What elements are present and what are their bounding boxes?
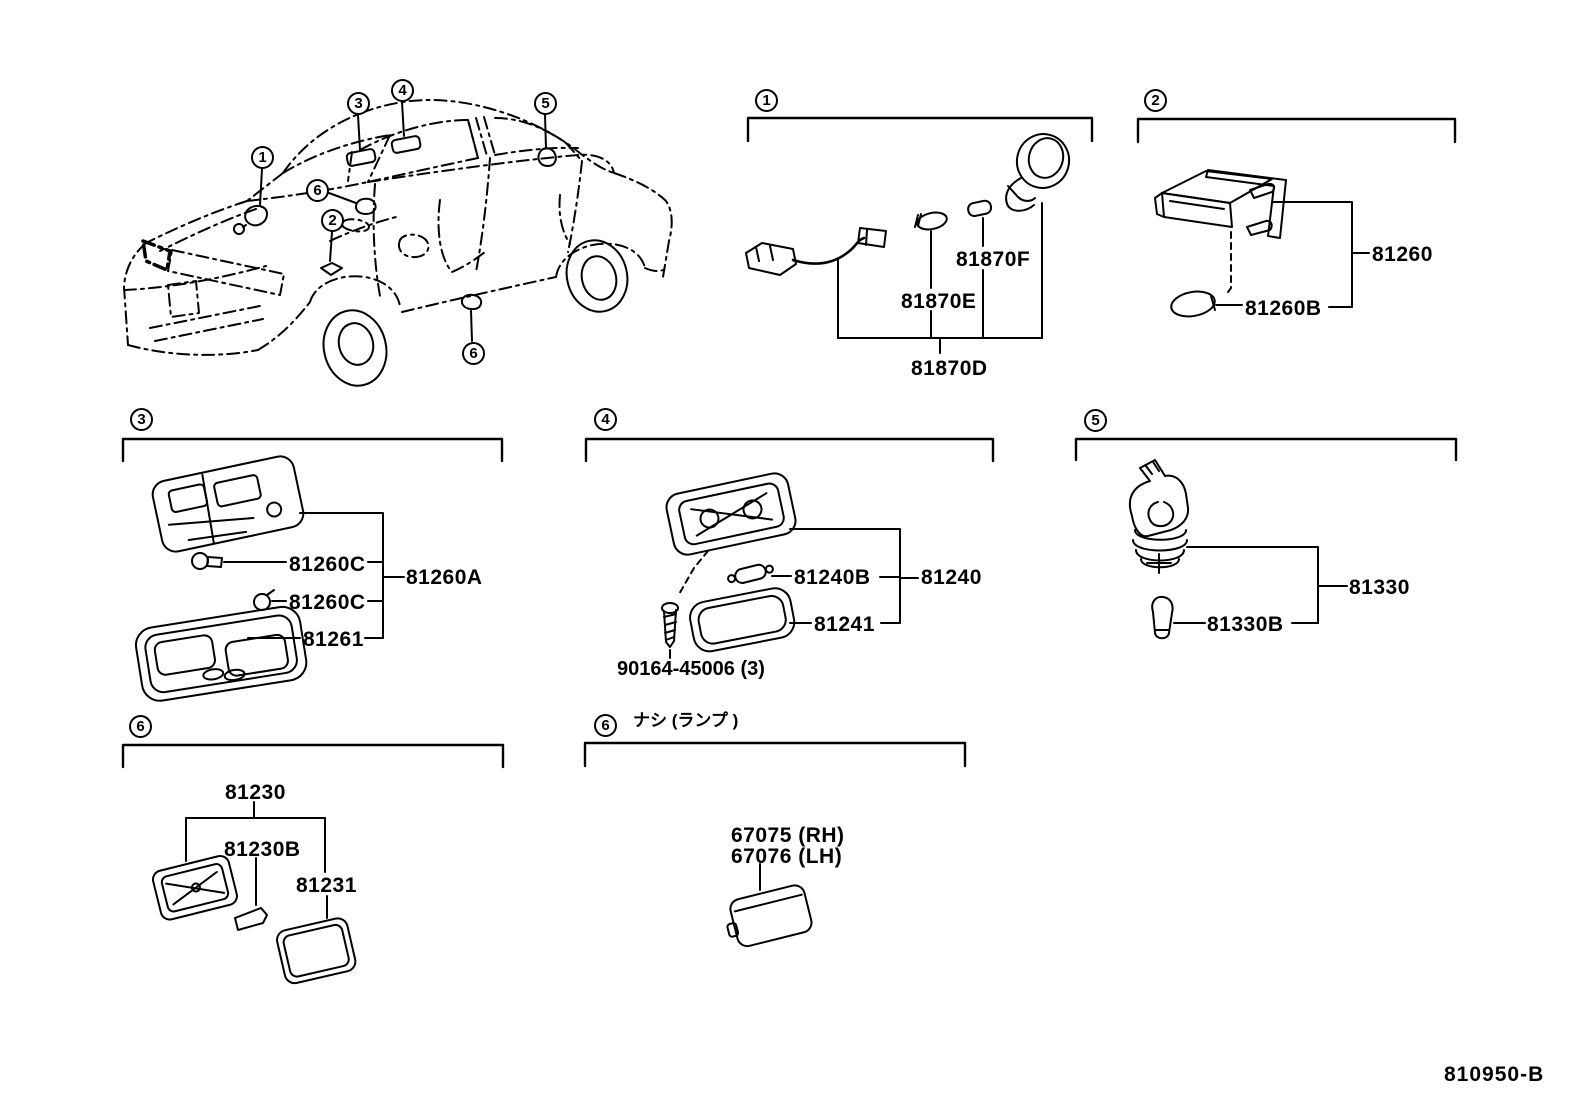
part-81231-lens — [276, 917, 357, 985]
part-label-81330B: 81330B — [1207, 613, 1284, 636]
part-label-81240: 81240 — [921, 566, 982, 589]
part-label-67076-lh: 67076 (LH) — [731, 845, 843, 868]
part-81330B-bulb — [1151, 595, 1174, 640]
part-label-81870D: 81870D — [911, 357, 988, 380]
part-label-67075-rh: 67075 (RH) — [731, 824, 845, 847]
section-4-callout-number: 4 — [601, 411, 610, 428]
section-3-drawing — [134, 455, 405, 702]
section-2-leaders — [1215, 201, 1370, 308]
section-2-callout-number: 2 — [1151, 92, 1160, 109]
car-wheels — [322, 239, 629, 387]
car-callout-2: 2 — [321, 209, 344, 232]
car-callout-4-number: 4 — [398, 82, 407, 99]
assembly-dashed-line — [1224, 231, 1232, 297]
part-screw-90164 — [661, 602, 679, 648]
part-label-81260: 81260 — [1372, 243, 1433, 266]
drawing-number: 810950-B — [1444, 1063, 1545, 1086]
section-6-left-callout-number: 6 — [136, 718, 145, 735]
part-81870F-bulb — [967, 199, 993, 218]
section-1-leaders — [837, 202, 1043, 354]
section-6-right-drawing — [726, 863, 813, 948]
section-6-right-callout-number: 6 — [601, 717, 610, 734]
part-81261-lens — [134, 605, 308, 702]
section-1-callout: 1 — [755, 89, 778, 112]
part-81240-housing — [665, 472, 797, 556]
car-callout-2-number: 2 — [328, 212, 337, 229]
part-81230B-wedge — [234, 907, 268, 931]
assembly-dashed-line — [677, 550, 709, 597]
section-4-drawing — [661, 472, 919, 659]
part-81260B-bulb — [1170, 290, 1216, 318]
part-81330-socket — [1128, 459, 1190, 574]
part-81870D-socket — [1005, 133, 1071, 212]
section-1-callout-number: 1 — [762, 92, 771, 109]
part-label-81230: 81230 — [225, 781, 286, 804]
section-4-leaders — [669, 528, 919, 659]
part-81870-harness — [745, 227, 887, 276]
part-81870E-bulb — [914, 211, 948, 231]
section-4-callout: 4 — [594, 408, 617, 431]
section-5-drawing — [1128, 459, 1348, 640]
part-81230-housing — [151, 854, 238, 921]
part-81260-lamp — [1154, 169, 1287, 239]
section-5-callout-number: 5 — [1091, 412, 1100, 429]
car-callout-6-rear-number: 6 — [469, 345, 478, 362]
part-label-90164-45006: 90164-45006 (3) — [617, 658, 765, 680]
part-81241-lens — [689, 587, 796, 653]
car-callout-leaders — [233, 101, 557, 342]
section-6-right-note: ナシ (ランプ ) — [633, 711, 739, 730]
part-label-81261: 81261 — [303, 628, 364, 651]
part-81260A-housing — [151, 455, 305, 553]
section-6-right-callout: 6 — [594, 714, 617, 737]
car-callout-1-number: 1 — [258, 149, 267, 166]
car-callout-3-number: 3 — [354, 95, 363, 112]
part-label-81260C-1: 81260C — [289, 553, 366, 576]
section-3-leaders — [223, 512, 405, 639]
section-1-drawing — [745, 133, 1071, 354]
car-callout-5: 5 — [534, 92, 557, 115]
car-callout-4: 4 — [391, 79, 414, 102]
part-67075-cover — [726, 884, 813, 948]
section-6-left-drawing — [151, 801, 357, 985]
car-callout-6-front-number: 6 — [313, 182, 322, 199]
part-label-81241: 81241 — [814, 613, 875, 636]
car-callout-6-front: 6 — [306, 179, 329, 202]
part-81260C-bulb-2 — [253, 589, 275, 611]
section-5-leaders — [1173, 546, 1348, 624]
part-label-81260A: 81260A — [406, 566, 483, 589]
car-callout-1: 1 — [251, 146, 274, 169]
section-brackets — [121, 116, 1458, 769]
car-callout-3: 3 — [347, 92, 370, 115]
section-2-callout: 2 — [1144, 89, 1167, 112]
part-81260C-bulb-1 — [191, 552, 223, 570]
section-3-callout-number: 3 — [137, 411, 146, 428]
part-label-81240B: 81240B — [794, 566, 871, 589]
section-2-drawing — [1154, 169, 1370, 318]
part-label-81260B: 81260B — [1245, 297, 1322, 320]
part-81240B-bulb — [727, 563, 774, 584]
section-6-left-callout: 6 — [129, 715, 152, 738]
car-illustration — [123, 99, 673, 356]
section-5-callout: 5 — [1084, 409, 1107, 432]
section-6-left-leaders — [185, 801, 328, 919]
car-callout-5-number: 5 — [541, 95, 550, 112]
part-label-81231: 81231 — [296, 874, 357, 897]
car-callout-6-rear: 6 — [462, 342, 485, 365]
part-label-81260C-2: 81260C — [289, 591, 366, 614]
part-label-81870E: 81870E — [901, 290, 977, 313]
section-3-callout: 3 — [130, 408, 153, 431]
part-label-81230B: 81230B — [224, 838, 301, 861]
part-label-81330: 81330 — [1349, 576, 1410, 599]
part-label-81870F: 81870F — [956, 248, 1031, 271]
